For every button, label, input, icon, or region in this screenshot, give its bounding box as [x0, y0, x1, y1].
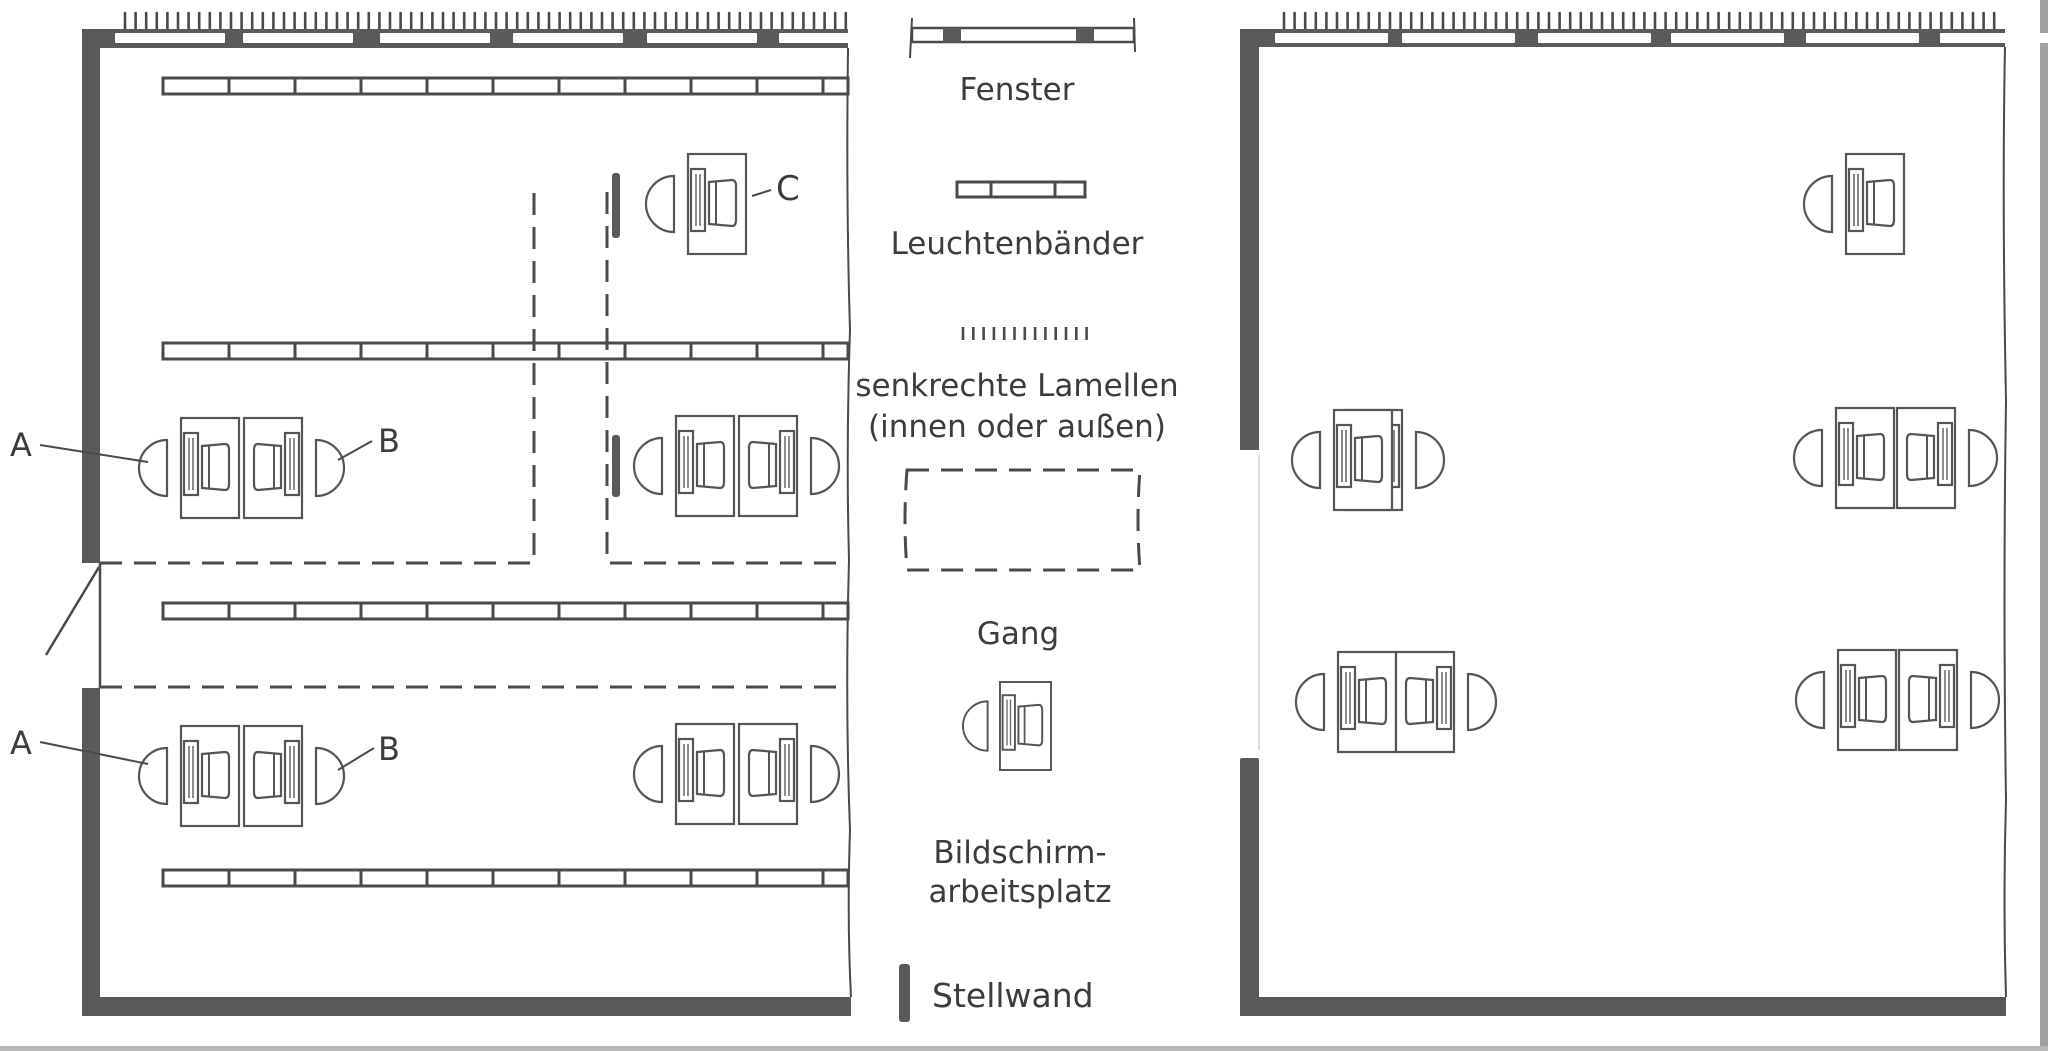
- partition-wall: [612, 435, 620, 497]
- legend: Fenster Leuchtenbänder senkrechte Lamell…: [855, 17, 1179, 1022]
- left-wall-lower: [1240, 758, 1259, 1016]
- light-band: [161, 76, 850, 96]
- left-wall-upper: [82, 29, 100, 563]
- window-pane: [1671, 33, 1784, 43]
- workstation-b: [244, 726, 344, 826]
- right-floor-plan: [1240, 11, 2048, 1016]
- window-pane: [1940, 33, 2048, 43]
- window-pane: [647, 33, 757, 43]
- window-pane: [243, 33, 353, 43]
- legend-light-bands-label: Leuchtenbänder: [891, 226, 1144, 262]
- workstation: [1794, 648, 1898, 752]
- window-pane: [1538, 33, 1651, 43]
- lamellae-top: [1282, 11, 1996, 32]
- leader-line-a: [39, 444, 149, 463]
- legend-workstation-symbol: [962, 681, 1052, 771]
- bottom-wall: [1240, 997, 2006, 1016]
- legend-window-symbol: [909, 17, 1136, 59]
- door-leaf: [44, 566, 101, 656]
- workstation-a: [137, 416, 241, 520]
- left-wall-upper: [1240, 29, 1259, 450]
- light-band: [161, 868, 850, 888]
- workstation: [1792, 406, 1896, 510]
- legend-workstation-label-1: Bildschirm-: [933, 835, 1106, 871]
- torn-edge: [2002, 46, 2008, 998]
- light-bands: [161, 76, 850, 888]
- window-pane: [115, 33, 225, 43]
- legend-window-label: Fenster: [960, 72, 1075, 108]
- workstation: [1897, 408, 1997, 508]
- legend-aisle-label: Gang: [977, 616, 1059, 652]
- workstation: [739, 724, 839, 824]
- window-pane: [380, 33, 490, 43]
- left-floor-plan: A B A B C: [10, 11, 889, 1016]
- legend-partition-label: Stellwand: [932, 976, 1094, 1015]
- workstation: [1899, 650, 1999, 750]
- legend-partition-symbol: [899, 964, 910, 1022]
- torn-edge: [846, 47, 852, 998]
- partition-wall: [612, 173, 620, 238]
- legend-workstation-label-2: arbeitsplatz: [928, 874, 1111, 910]
- workstation: [1396, 652, 1496, 752]
- workstation: [1292, 410, 1392, 510]
- workstation: [1294, 650, 1398, 754]
- workstation: [632, 722, 736, 826]
- window-panes: [1275, 33, 2048, 43]
- marker-b: B: [378, 422, 400, 460]
- left-wall-lower: [82, 688, 100, 1016]
- aisle-outlines: [100, 192, 848, 689]
- light-band: [161, 341, 850, 361]
- light-band: [161, 601, 850, 621]
- aisle-boundary-left: [100, 192, 536, 565]
- scan-edge-bottom: [0, 1046, 2048, 1051]
- workstation-b: [244, 418, 344, 518]
- bottom-wall: [82, 997, 851, 1016]
- legend-lamellae-label-2: (innen oder außen): [868, 409, 1166, 445]
- legend-aisle-symbol: [903, 468, 1142, 572]
- marker-a: A: [10, 426, 32, 464]
- leader-line-b: [337, 747, 375, 771]
- leader-line-b: [337, 440, 373, 461]
- window-pane: [513, 33, 623, 43]
- window-panes: [115, 33, 889, 43]
- leader-line-a: [39, 741, 149, 765]
- workstation: [632, 414, 736, 518]
- window-pane: [1402, 33, 1515, 43]
- workstation-a: [137, 724, 241, 828]
- marker-c: C: [776, 169, 800, 209]
- legend-lamellae-label-1: senkrechte Lamellen: [855, 368, 1178, 404]
- scan-edge-right: [2040, 0, 2048, 1046]
- workstation: [739, 416, 839, 516]
- window-pane: [1806, 33, 1919, 43]
- marker-a: A: [10, 724, 32, 762]
- window-pane: [1275, 33, 1388, 43]
- workstation: [1802, 152, 1906, 256]
- legend-lamellae-symbol: [961, 327, 1088, 340]
- window-pane: [779, 33, 889, 43]
- legend-light-band-symbol: [955, 180, 1087, 199]
- lamellae-top: [123, 11, 848, 32]
- marker-b: B: [378, 730, 400, 768]
- leader-line-c: [751, 189, 772, 197]
- aisle-boundary-right: [605, 192, 848, 565]
- workstation-c: [644, 152, 748, 256]
